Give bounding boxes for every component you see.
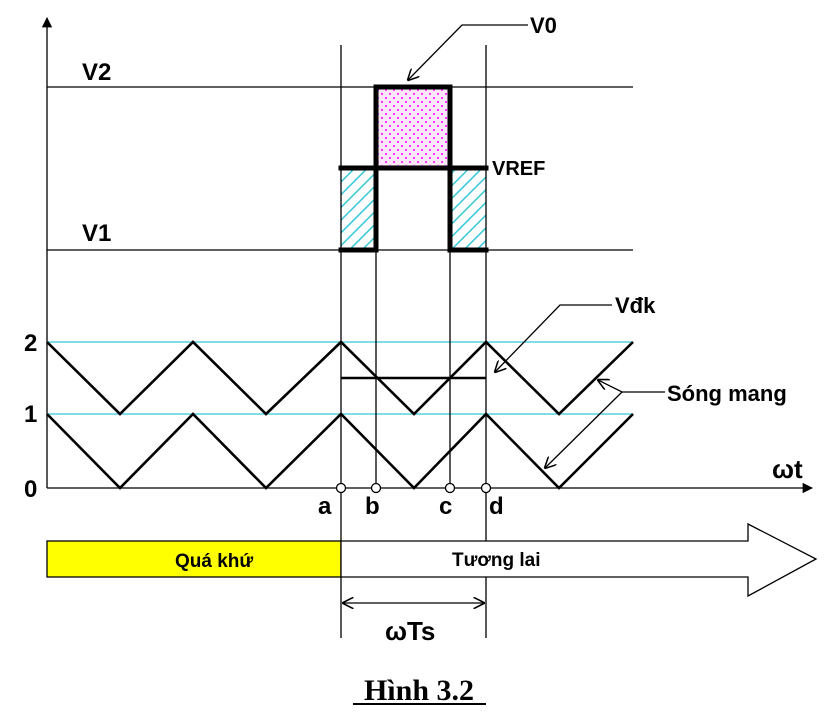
past-label: Quá khứ (175, 551, 253, 572)
vdk-label: Vđk (615, 293, 656, 318)
point-a-label: a (318, 493, 332, 520)
point-c-marker (444, 482, 456, 494)
figure-caption: Hình 3.2 (364, 674, 474, 707)
future-label: Tương lai (452, 550, 541, 571)
vdk-callout-arrow (495, 304, 612, 372)
output-waveform (338, 84, 489, 253)
vref-label: VREF (492, 158, 545, 180)
hatch-area-left (341, 168, 376, 250)
y-tick-1: 1 (24, 401, 37, 428)
point-d-marker (480, 482, 492, 494)
v0-label: V0 (530, 13, 557, 38)
point-a-marker (335, 482, 347, 494)
v0-dotted-area (376, 87, 450, 168)
carrier-wave-lower (46, 412, 634, 490)
v1-label: V1 (82, 220, 111, 247)
omega-t-label: ωt (772, 454, 803, 484)
future-arrow (340, 522, 818, 598)
y-tick-2: 2 (24, 330, 37, 357)
hatch-area-right (450, 168, 486, 250)
point-d-label: d (489, 493, 504, 520)
point-b-marker (370, 482, 382, 494)
carrier-callout-arrow-upper (598, 380, 665, 393)
carrier-label: Sóng mang (667, 381, 787, 406)
carrier-callout-arrow-lower (545, 391, 623, 468)
y-tick-0: 0 (24, 476, 37, 503)
v0-callout-arrow (408, 24, 528, 80)
carrier-wave-upper (46, 340, 634, 416)
period-label: ωTs (385, 616, 435, 646)
point-c-label: c (439, 493, 452, 520)
point-b-label: b (365, 493, 380, 520)
v2-label: V2 (82, 59, 111, 86)
